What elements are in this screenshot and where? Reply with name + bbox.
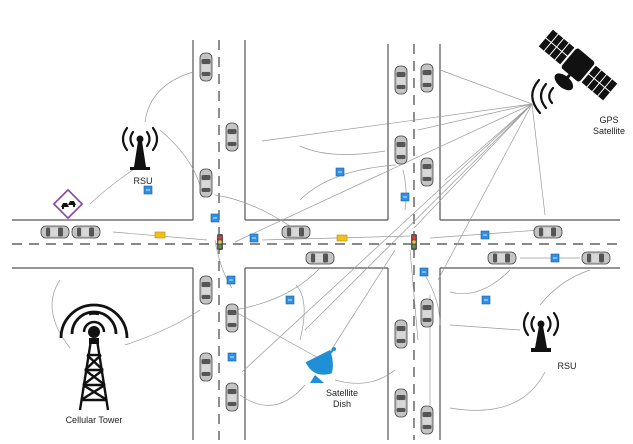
message-envelope-icon [401,193,409,201]
message-envelope-icon [250,234,258,242]
gps-label-line-2: Satellite [586,126,632,137]
dish-label-line-1: Satellite [316,388,368,399]
car-icon [226,123,238,151]
cellular-tower-icon [61,305,127,410]
car-icon [582,252,610,264]
gps-satellite-label: GPS Satellite [586,115,632,137]
car-icon [421,64,433,92]
rsu-antenna-icon [123,128,157,170]
message-envelope-icon [228,353,236,361]
car-icon [534,226,562,238]
message-envelope-icon [551,254,559,262]
message-envelope-icon [227,276,235,284]
rsu-right-label: RSU [554,361,580,372]
gps-label-line-1: GPS [586,115,632,126]
car-icon [226,304,238,332]
accident-warning-sign-icon [54,190,82,218]
car-icon [488,252,516,264]
car-icon [421,158,433,186]
car-icon [282,226,310,238]
car-icon [421,299,433,327]
satellite-dish-icon [305,347,341,383]
gps-signal-waves [532,80,553,113]
car-icon [200,53,212,81]
car-icon [395,66,407,94]
message-envelope-icon [286,296,294,304]
message-envelope-icon [482,296,490,304]
message-envelope-icon [481,231,489,239]
satellite-dish-label: Satellite Dish [316,388,368,410]
car-icon [200,169,212,197]
car-icon [306,252,334,264]
car-icon [421,406,433,434]
rsu-antenna-icon [524,313,558,352]
message-envelope-icon [420,268,428,276]
message-envelope-icon [144,186,152,194]
car-icon [395,136,407,164]
traffic-light-icon [411,234,417,250]
message-envelope-icon [337,235,347,241]
message-envelope-icon [155,232,165,238]
traffic-light-icon [217,234,223,250]
dish-label-line-2: Dish [316,399,368,410]
car-icon [200,353,212,381]
message-envelope-icon [336,168,344,176]
car-icon [41,226,69,238]
car-icon [395,320,407,348]
cellular-tower-label: Cellular Tower [50,415,138,426]
rsu-left-label: RSU [130,176,156,187]
message-envelope-icon [211,214,219,222]
car-icon [226,383,238,411]
car-icon [395,389,407,417]
car-icon [200,276,212,304]
car-icon [72,226,100,238]
